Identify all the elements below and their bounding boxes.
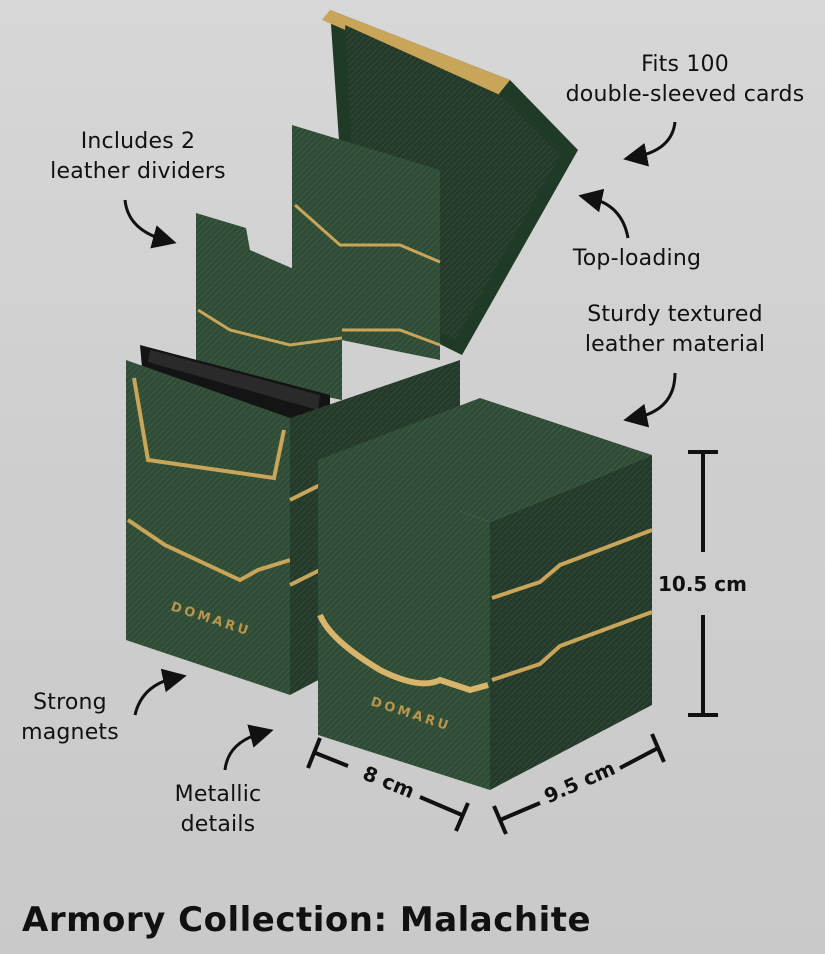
- callout-fits-line2: double-sleeved cards: [565, 82, 805, 107]
- closed-deck-box: DOMARU: [317, 398, 653, 790]
- fits-arrow: [623, 121, 677, 167]
- callout-material-line1: Sturdy textured: [587, 302, 763, 327]
- closed-front: [318, 460, 490, 790]
- callout-dividers: Includes 2 leather dividers: [48, 127, 228, 187]
- top-loading-arrow: [578, 188, 630, 239]
- material-arrow: [623, 372, 677, 428]
- closed-side: [490, 455, 652, 790]
- callout-metallic-line1: Metallic: [174, 782, 262, 807]
- closed-top: [318, 398, 652, 522]
- dimension-height-label: 10.5 cm: [658, 572, 748, 596]
- callout-fits-line1: Fits 100: [641, 52, 729, 77]
- width-dimension: [306, 737, 470, 832]
- callout-magnets-line1: Strong: [33, 690, 107, 715]
- callout-material: Sturdy textured leather material: [565, 300, 785, 360]
- callout-fits: Fits 100 double-sleeved cards: [550, 50, 820, 110]
- magnets-arrow: [133, 668, 187, 716]
- page-title: Armory Collection: Malachite: [22, 900, 592, 940]
- callout-metallic: Metallic details: [158, 780, 278, 840]
- callout-magnets: Strong magnets: [10, 688, 130, 748]
- divider-front: [196, 213, 343, 400]
- callout-metallic-line2: details: [180, 812, 256, 837]
- callout-dividers-line2: leather dividers: [50, 159, 226, 184]
- callout-top-loading: Top-loading: [572, 246, 702, 271]
- callout-magnets-line2: magnets: [21, 720, 119, 745]
- front-face: [126, 360, 290, 695]
- dividers-arrow: [123, 199, 177, 249]
- height-dimension: [688, 450, 718, 717]
- callout-dividers-line1: Includes 2: [80, 129, 196, 154]
- metallic-arrow: [223, 724, 274, 771]
- callout-material-line2: leather material: [584, 332, 766, 357]
- depth-dimension: [492, 733, 666, 835]
